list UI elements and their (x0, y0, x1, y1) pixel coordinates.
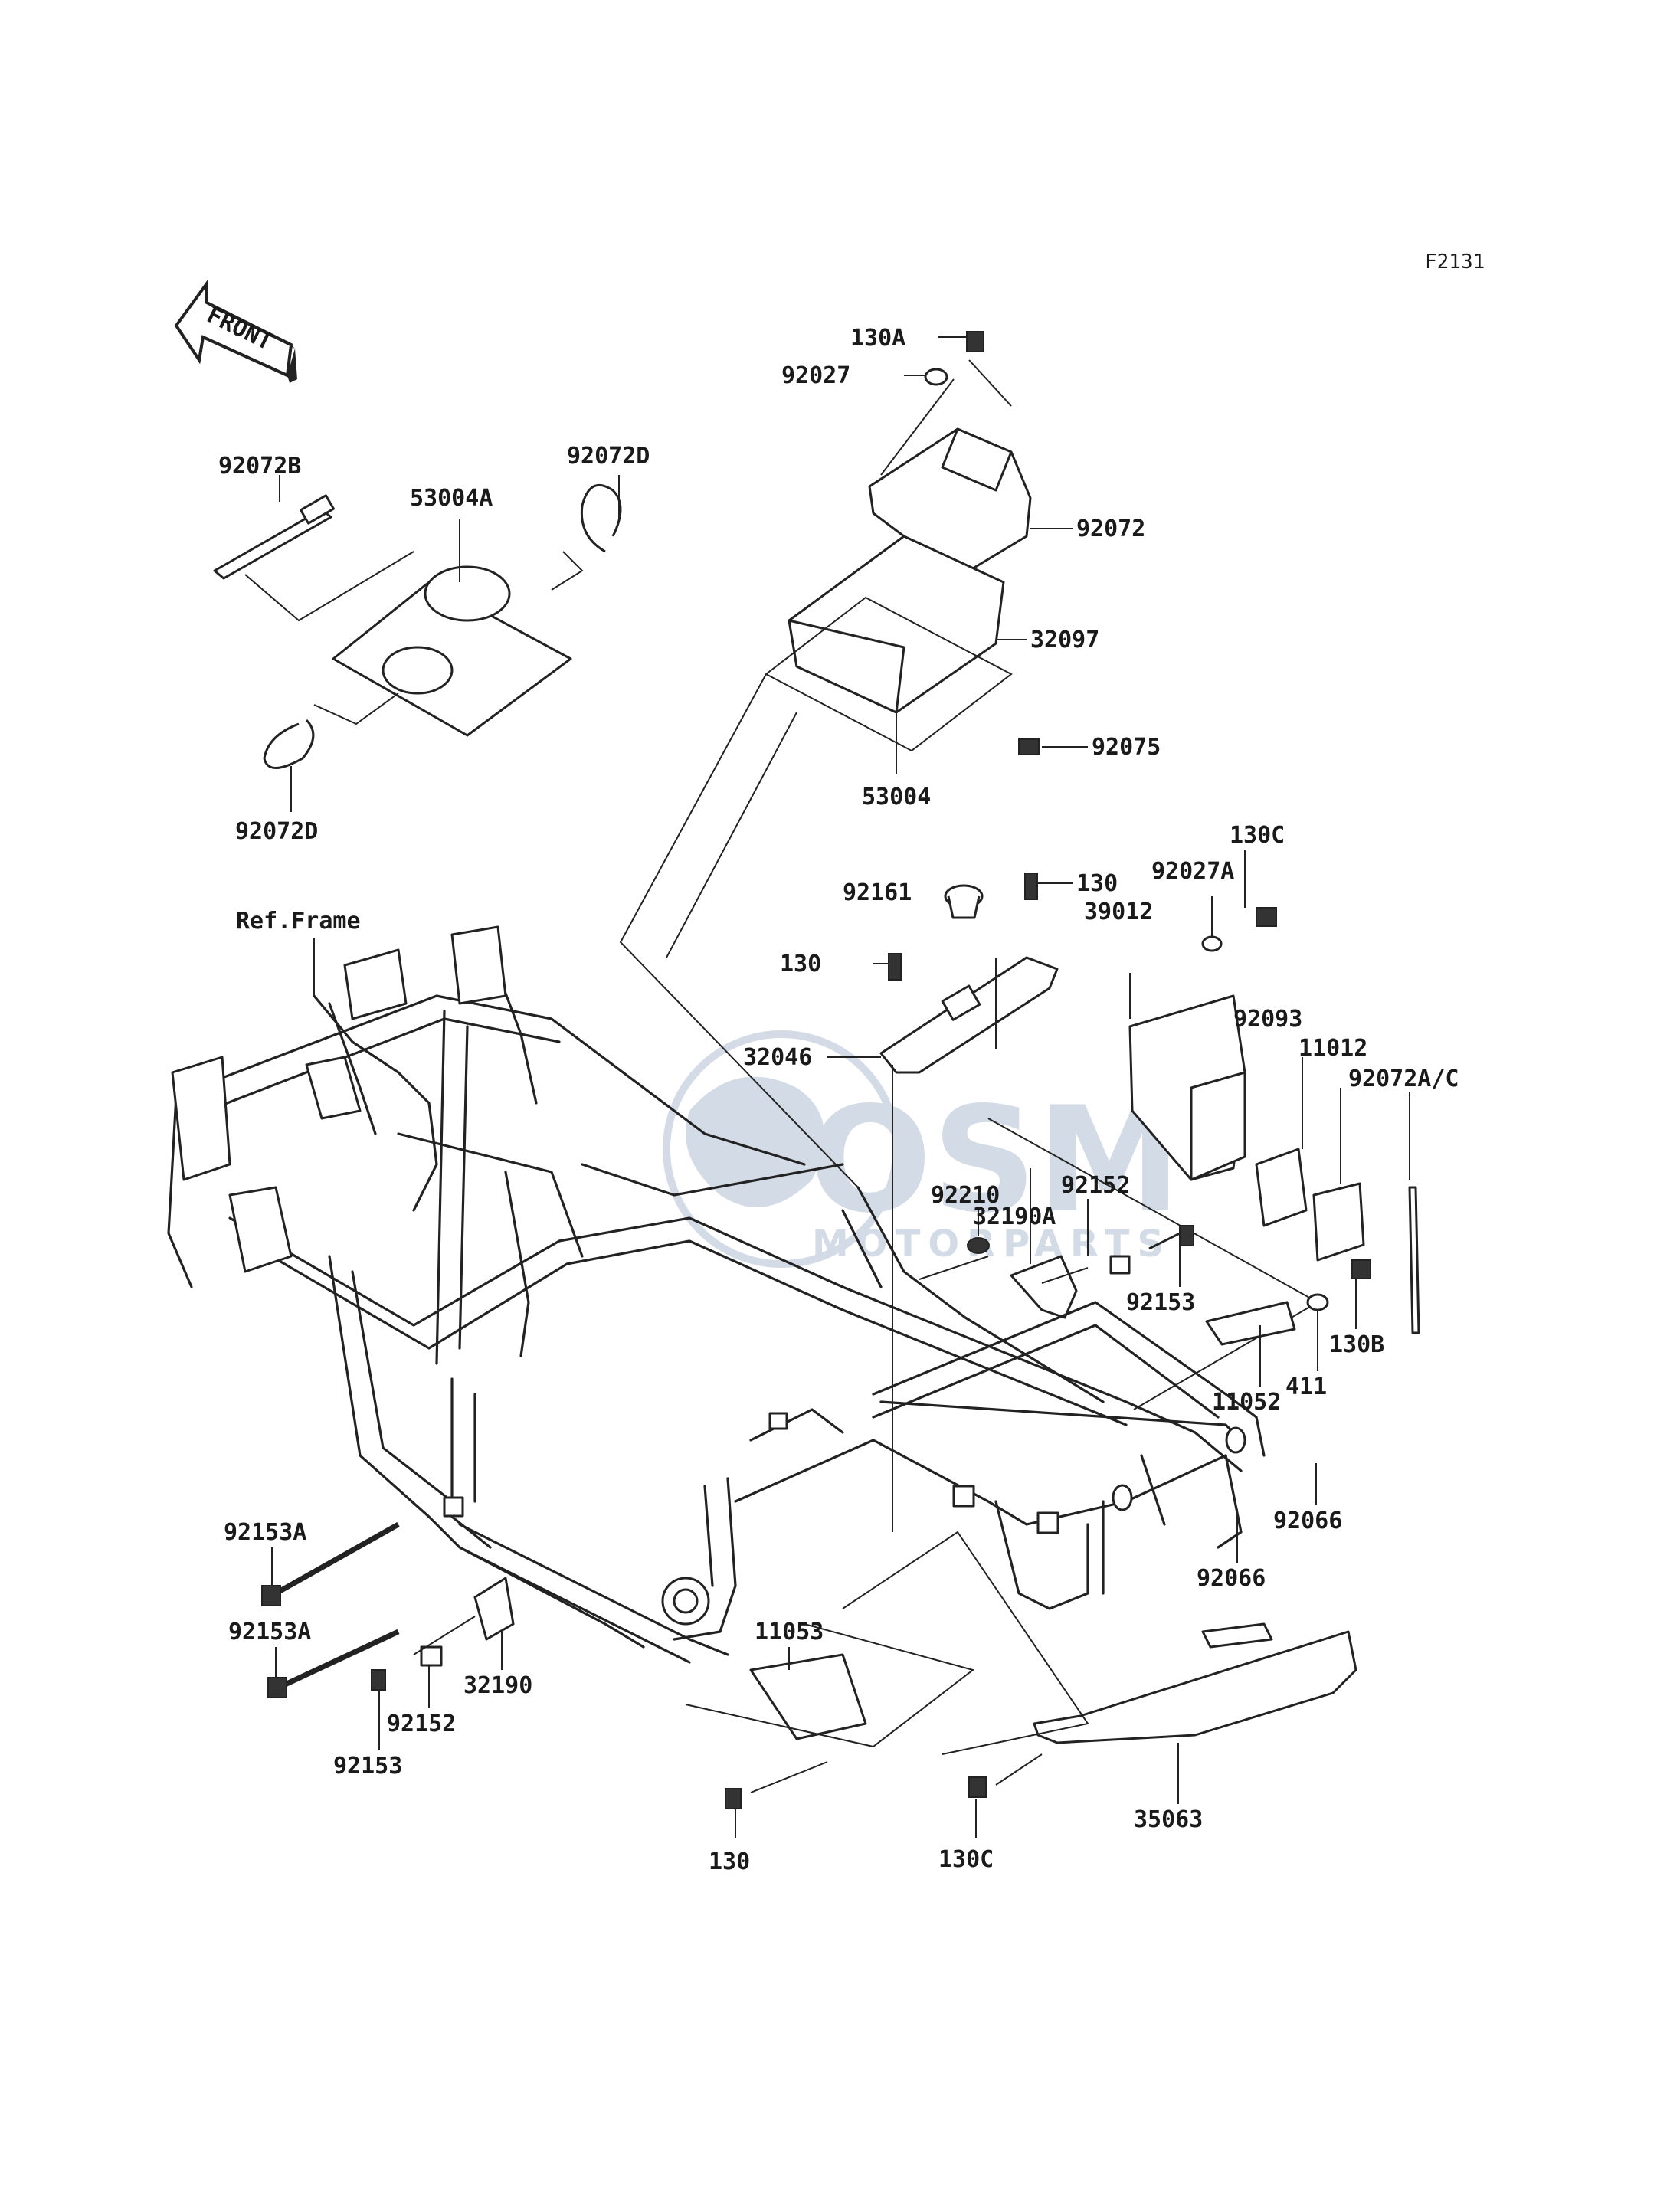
label-92072B: 92072B (218, 453, 301, 480)
bracket-32046 (879, 956, 1059, 1074)
washer-92027A (1201, 935, 1223, 952)
bolt-92153A-a (261, 1585, 281, 1606)
label-92075: 92075 (1092, 734, 1161, 761)
bolt-92153A-b (267, 1677, 287, 1698)
band-92072D-bottom (263, 719, 315, 769)
label-leaders (271, 336, 1410, 1838)
label-130C-top: 130C (1230, 822, 1285, 849)
gasket-92093 (1255, 1148, 1308, 1227)
watermark-continent-icon (686, 1076, 824, 1207)
collar-92210 (967, 1237, 990, 1254)
plate-32190 (473, 1577, 515, 1641)
label-32046: 32046 (743, 1044, 812, 1071)
label-11012: 11012 (1298, 1035, 1367, 1062)
label-53004A: 53004A (410, 485, 493, 512)
label-92152-right: 92152 (1061, 1172, 1130, 1199)
label-32190A: 32190A (973, 1203, 1056, 1230)
plate-32190A (1010, 1255, 1078, 1319)
clip-92075 (1018, 738, 1040, 755)
bolt-130C-bottom (968, 1776, 987, 1798)
middle-right-parts (919, 1225, 1371, 1346)
cable-tie-92072B (213, 508, 332, 580)
bolt-92153-right (1179, 1225, 1194, 1246)
battery-case-assembly (619, 331, 1040, 1188)
label-92153A-a: 92153A (224, 1519, 306, 1546)
watermark-main-text: OSM (808, 1076, 1181, 1245)
bottom-assemblies (685, 1531, 1357, 1809)
label-32190: 32190 (463, 1672, 532, 1699)
label-130-mid: 130 (780, 951, 821, 977)
label-53004: 53004 (862, 784, 931, 810)
bolt-130-mid (888, 953, 902, 981)
part-labels: 92072B 53004A 92072D 92072D 130A 92027 9… (218, 325, 1459, 1875)
label-ref-frame: Ref.Frame (236, 908, 361, 935)
label-130B: 130B (1329, 1331, 1384, 1358)
label-130C-bottom: 130C (938, 1846, 994, 1873)
heat-guard-assembly (213, 483, 622, 769)
collar-92152-left (420, 1645, 443, 1667)
watermark-globe-icon (663, 1030, 900, 1268)
bolt-130-top (1024, 873, 1038, 900)
label-92072D-bottom: 92072D (235, 818, 318, 845)
battery-mat-53004 (765, 596, 1013, 752)
label-92072: 92072 (1076, 516, 1145, 542)
washer-411 (1306, 1293, 1329, 1311)
washer-92027 (924, 368, 948, 386)
bracket-11052 (1205, 1301, 1296, 1346)
label-35063: 35063 (1134, 1806, 1203, 1833)
label-92153-right: 92153 (1126, 1289, 1195, 1316)
label-92066-a: 92066 (1273, 1508, 1342, 1534)
watermark: OSM MOTORPARTS (663, 1030, 1181, 1268)
cap-11012 (1312, 1182, 1365, 1262)
label-92161: 92161 (843, 879, 912, 906)
front-arrow-icon: FRONT (174, 278, 297, 383)
main-frame (167, 925, 1266, 1664)
label-92153A-b: 92153A (228, 1619, 311, 1645)
label-92210: 92210 (931, 1182, 1000, 1209)
label-411: 411 (1285, 1374, 1327, 1400)
label-11052: 11052 (1212, 1389, 1281, 1416)
cable-tie-92072AC (1408, 1186, 1420, 1334)
label-92072D-top: 92072D (567, 443, 650, 470)
label-130-top: 130 (1076, 870, 1118, 897)
band-92072D-top (580, 483, 622, 553)
label-39012: 39012 (1084, 899, 1153, 925)
bolt-130B (1351, 1259, 1371, 1279)
rear-bar-35063 (1033, 1630, 1357, 1744)
label-11053: 11053 (755, 1619, 824, 1645)
label-92093: 92093 (1233, 1006, 1302, 1033)
label-130A: 130A (850, 325, 905, 352)
label-92153-left: 92153 (333, 1753, 402, 1780)
heat-guard-53004A (332, 581, 572, 737)
label-130-bottom: 130 (709, 1848, 750, 1875)
bracket-assembly-right (879, 873, 1420, 1532)
label-92152-left: 92152 (387, 1711, 456, 1737)
diagram-code: F2131 (1425, 250, 1485, 273)
label-92027A: 92027A (1151, 858, 1234, 885)
collar-92152-right (1109, 1255, 1131, 1275)
bolt-92153-left (371, 1669, 386, 1691)
label-92066-b: 92066 (1197, 1565, 1266, 1592)
bolt-130C-top (1256, 907, 1277, 927)
lower-left-fasteners (261, 1521, 515, 1698)
label-92027: 92027 (781, 362, 850, 389)
label-92072AC: 92072A/C (1348, 1066, 1459, 1092)
bolt-130A (966, 331, 984, 352)
label-32097: 32097 (1030, 627, 1099, 653)
bolt-130-bottom (725, 1788, 742, 1809)
plate-11053 (749, 1653, 867, 1740)
